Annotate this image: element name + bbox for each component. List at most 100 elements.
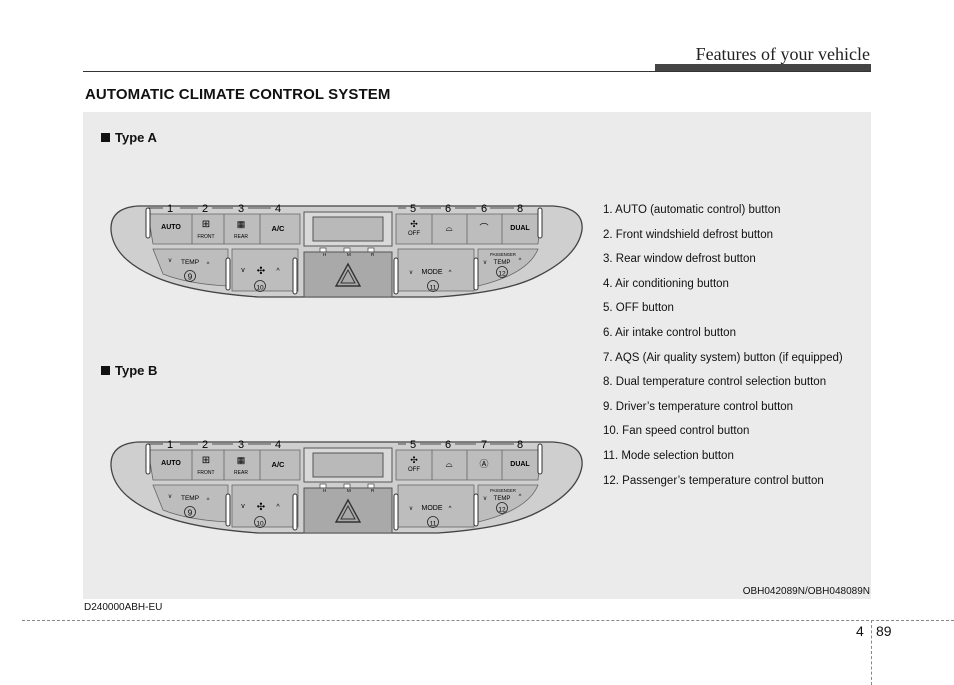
rear-defrost-icon: ▦ (237, 455, 246, 465)
document-code: D240000ABH-EU (84, 602, 163, 613)
bullet-square-icon (101, 133, 110, 142)
callout-1: 1 (167, 439, 173, 451)
front-label: FRONT (197, 234, 214, 240)
mode-down-arrow-icon: v (410, 270, 413, 276)
ac-label: A/C (272, 224, 286, 233)
temp-up-arrow-icon: ^ (207, 498, 210, 504)
temp-down-arrow-icon: v (169, 258, 172, 264)
panel-diagram-b: 1 2 3 4 5 6 7 8 AUTO ⊞ FRONT ▦ REAR A/C … (110, 439, 583, 534)
rear-label: REAR (234, 470, 248, 476)
legend-item: 3. Rear window defrost button (603, 253, 756, 266)
temp-up-arrow-icon: ^ (207, 262, 210, 268)
dual-label: DUAL (510, 225, 530, 232)
indicator-h: H (323, 252, 326, 257)
climate-panel-type-b: 1 2 3 4 5 6 7 8 AUTO ⊞ FRONT ▦ REAR A/C … (108, 434, 586, 543)
passenger-down-arrow-icon: v (484, 260, 487, 266)
type-a-label: Type A (101, 130, 157, 145)
legend-item: 2. Front windshield defrost button (603, 228, 774, 241)
temp-down-arrow-icon: v (169, 494, 172, 500)
indicator-m: M (347, 488, 351, 493)
aqs-icon: Ⓐ (479, 459, 488, 469)
driver-temp-label: TEMP (181, 259, 199, 266)
indicator-h: H (323, 488, 326, 493)
callout-10: 10 (256, 285, 264, 292)
rear-defrost-icon: ▦ (237, 219, 246, 229)
fan-down-arrow-icon: v (241, 503, 245, 510)
mode-label: MODE (422, 269, 443, 276)
fan-up-arrow-icon: ^ (276, 268, 280, 275)
passenger-temp-label: TEMP (494, 496, 511, 502)
fresh-air-icon: ⌒ (479, 223, 488, 233)
recirculation-icon: ⌓ (445, 459, 452, 469)
type-b-label: Type B (101, 363, 157, 378)
legend-item: 9. Driver’s temperature control button (603, 400, 794, 413)
dual-label: DUAL (510, 461, 530, 468)
fan-down-arrow-icon: v (241, 267, 245, 274)
mode-up-arrow-icon: ^ (449, 506, 452, 512)
header-rule-accent (655, 64, 871, 71)
legend-item: 10. Fan speed control button (603, 425, 750, 438)
panel-diagram-a: 1 2 3 4 5 6 6 8 AUTO ⊞ FRONT ▦ REAR A/C … (110, 203, 583, 298)
indicator-m: M (347, 252, 351, 257)
callout-9: 9 (188, 509, 193, 518)
indicator-r: R (371, 488, 375, 493)
chapter-number: 4 (856, 623, 864, 639)
fan-speed-icon: ✣ (257, 502, 265, 513)
front-defrost-icon: ⊞ (202, 219, 210, 230)
front-defrost-icon: ⊞ (202, 455, 210, 466)
callout-8: 8 (517, 439, 523, 451)
off-label: OFF (408, 467, 420, 473)
front-label: FRONT (197, 470, 214, 476)
callout-3: 3 (238, 203, 244, 215)
callout-1: 1 (167, 203, 173, 215)
passenger-label: PASSENGER (490, 252, 516, 257)
callout-2: 2 (202, 203, 208, 215)
bullet-square-icon (101, 366, 110, 375)
callout-10: 10 (256, 521, 264, 528)
legend-item: 6. Air intake control button (603, 326, 736, 339)
mode-down-arrow-icon: v (410, 506, 413, 512)
legend-list: 1. AUTO (automatic control) button 2. Fr… (603, 201, 843, 496)
page-number-divider (871, 620, 872, 685)
indicator-r: R (371, 252, 375, 257)
callout-8: 8 (517, 203, 523, 215)
page-number: 89 (876, 623, 892, 639)
callout-9: 9 (188, 273, 193, 282)
callout-6: 6 (445, 439, 451, 451)
callout-6b: 6 (481, 203, 487, 215)
legend-item: 5. OFF button (603, 302, 674, 315)
fan-icon: ✣ (410, 455, 418, 465)
auto-label: AUTO (161, 224, 181, 231)
legend-item: 7. AQS (Air quality system) button (if e… (603, 351, 843, 364)
callout-12: 12 (498, 271, 506, 278)
callout-4: 4 (275, 439, 281, 451)
footer-divider (22, 620, 954, 621)
section-title: AUTOMATIC CLIMATE CONTROL SYSTEM (85, 86, 391, 103)
header-rule (83, 71, 871, 72)
callout-7: 7 (481, 439, 487, 451)
fan-icon: ✣ (410, 219, 418, 229)
passenger-up-arrow-icon: ^ (519, 494, 522, 500)
callout-6: 6 (445, 203, 451, 215)
callout-4: 4 (275, 203, 281, 215)
recirculation-icon: ⌓ (445, 223, 452, 233)
passenger-down-arrow-icon: v (484, 496, 487, 502)
callout-5: 5 (410, 203, 416, 215)
callout-12: 12 (498, 507, 506, 514)
passenger-temp-label: TEMP (494, 260, 511, 266)
rear-label: REAR (234, 234, 248, 240)
fan-up-arrow-icon: ^ (276, 504, 280, 511)
ac-label: A/C (272, 460, 286, 469)
legend-item: 4. Air conditioning button (603, 277, 729, 290)
callout-5: 5 (410, 439, 416, 451)
callout-2: 2 (202, 439, 208, 451)
mode-label: MODE (422, 505, 443, 512)
running-header: Features of your vehicle (695, 44, 870, 64)
climate-panel-type-a: 1 2 3 4 5 6 6 8 AUTO ⊞ FRONT ▦ REAR A/C … (108, 198, 586, 307)
callout-11: 11 (430, 521, 437, 528)
legend-item: 11. Mode selection button (603, 449, 734, 462)
legend-item: 8. Dual temperature control selection bu… (603, 376, 827, 389)
off-label: OFF (408, 231, 420, 237)
callout-3: 3 (238, 439, 244, 451)
passenger-label: PASSENGER (490, 488, 516, 493)
